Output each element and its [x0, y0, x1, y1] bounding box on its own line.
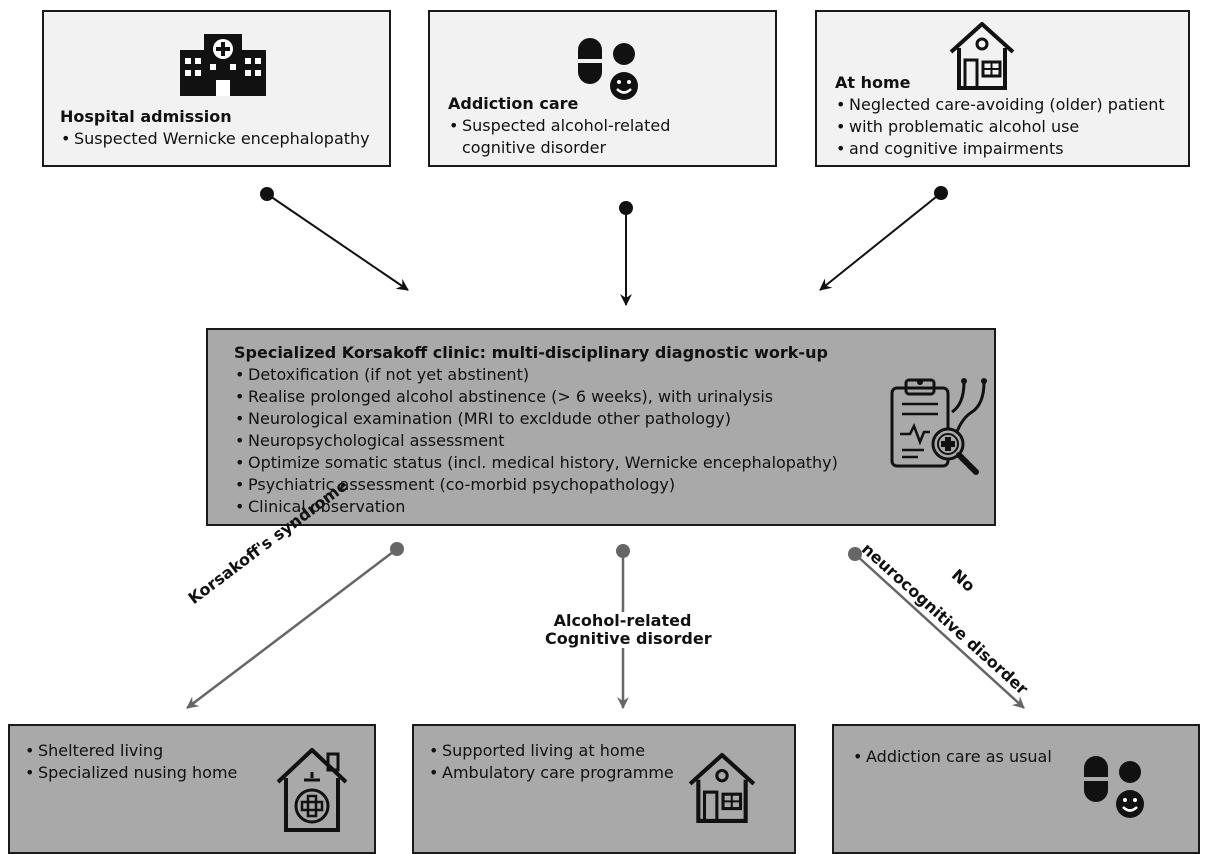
house-icon: [949, 22, 1015, 90]
list-item: Supported living at home: [428, 740, 674, 762]
list-item: Ambulatory care programme: [428, 762, 674, 784]
outcome-sheltered-box: Sheltered living Specialized nusing home: [8, 724, 376, 854]
source-bullets: Neglected care-avoiding (older) patient …: [835, 94, 1165, 160]
outcome-supported-box: Supported living at home Ambulatory care…: [412, 724, 796, 854]
edge-label-line: Cognitive disorder: [545, 629, 712, 648]
pills-icon: [576, 38, 638, 100]
arrow-clinic-to-addiction-care: [848, 547, 1025, 709]
outcome-addiction-care-box: Addiction care as usual: [832, 724, 1200, 854]
source-bullets: Suspected Wernicke encephalopathy: [60, 128, 370, 150]
arrow-addiction-to-clinic: [619, 201, 633, 306]
arrow-home-to-clinic: [819, 186, 948, 291]
list-item: Sheltered living: [24, 740, 237, 762]
list-item: Neurological examination (MRI to excldud…: [234, 408, 838, 430]
house-icon: [688, 753, 756, 823]
list-item: Clinical observation: [234, 496, 838, 518]
addiction-care-box: Addiction care Suspected alcohol-related…: [428, 10, 777, 167]
list-item: Suspected alcohol-related cognitive diso…: [448, 115, 712, 159]
edge-label-alcohol-related: Alcohol-related Cognitive disorder: [545, 612, 712, 648]
list-item: Detoxification (if not yet abstinent): [234, 364, 838, 386]
outcome-bullets: Addiction care as usual: [852, 746, 1052, 768]
nursing-home-icon: [276, 748, 348, 832]
list-item: with problematic alcohol use: [835, 116, 1165, 138]
outcome-bullets: Sheltered living Specialized nusing home: [24, 740, 237, 784]
list-item: Neuropsychological assessment: [234, 430, 838, 452]
source-bullets: Suspected alcohol-related cognitive diso…: [448, 115, 768, 159]
source-title: Hospital admission: [60, 107, 232, 126]
arrow-clinic-to-sheltered: [186, 542, 404, 709]
outcome-bullets: Supported living at home Ambulatory care…: [428, 740, 674, 784]
list-item: Specialized nusing home: [24, 762, 237, 784]
clinic-title: Specialized Korsakoff clinic: multi-disc…: [234, 343, 828, 362]
pills-icon: [1082, 756, 1144, 818]
list-item: Neglected care-avoiding (older) patient: [835, 94, 1165, 116]
source-title: Addiction care: [448, 94, 579, 113]
edge-label-line: Alcohol-related: [545, 612, 700, 630]
source-title: At home: [835, 73, 911, 92]
list-item: Realise prolonged alcohol abstinence (> …: [234, 386, 838, 408]
clipboard-stethoscope-icon: [890, 378, 987, 475]
arrow-hospital-to-clinic: [260, 187, 409, 291]
list-item: Psychiatric assessment (co-morbid psycho…: [234, 474, 838, 496]
at-home-box: At home Neglected care-avoiding (older) …: [815, 10, 1190, 167]
korsakoff-clinic-box: Specialized Korsakoff clinic: multi-disc…: [206, 328, 996, 526]
list-item: Suspected Wernicke encephalopathy: [60, 128, 370, 150]
list-item: and cognitive impairments: [835, 138, 1165, 160]
list-item: Addiction care as usual: [852, 746, 1052, 768]
hospital-icon: [180, 34, 266, 96]
hospital-admission-box: Hospital admission Suspected Wernicke en…: [42, 10, 391, 167]
list-item: Optimize somatic status (incl. medical h…: [234, 452, 838, 474]
clinic-bullets: Detoxification (if not yet abstinent) Re…: [234, 364, 838, 518]
